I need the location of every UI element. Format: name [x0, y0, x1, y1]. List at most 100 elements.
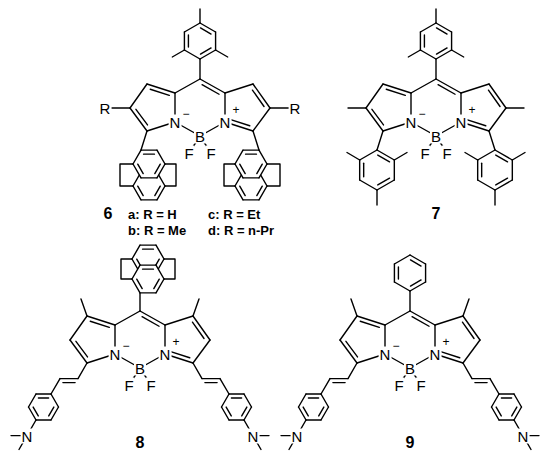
- bond-line: [257, 164, 262, 173]
- bond-line: [501, 397, 511, 398]
- bridge-line: [165, 164, 176, 186]
- bond-line: [499, 393, 514, 394]
- bond-line: [410, 255, 426, 264]
- bond-line: [130, 108, 147, 131]
- bond-line: [499, 419, 514, 420]
- compound-number: 8: [136, 435, 145, 451]
- bond-line: [452, 50, 464, 57]
- bond-line: [215, 32, 216, 50]
- bond-line: [36, 419, 51, 420]
- bond-line: [235, 150, 243, 164]
- bond-line: [410, 260, 421, 266]
- bond-line: [253, 84, 270, 108]
- ring-fill: [235, 150, 267, 178]
- bond-line: [496, 178, 508, 185]
- bond-line: [165, 316, 193, 325]
- bond-line: [394, 282, 410, 291]
- charge: +: [232, 104, 239, 116]
- bond-line: [76, 341, 88, 357]
- series-label: b: R = Me: [128, 224, 186, 237]
- bond-line: [155, 164, 160, 173]
- bond-line: [394, 153, 407, 161]
- bond-line: [199, 9, 200, 23]
- bond-line: [81, 299, 87, 316]
- bond-line: [512, 153, 525, 161]
- bridge-line: [121, 259, 132, 279]
- bond-line: [436, 23, 452, 32]
- bond-line: [226, 407, 231, 416]
- atom-label: N: [247, 428, 260, 443]
- compound-number: 9: [406, 435, 415, 451]
- bond-line: [133, 164, 141, 178]
- bond-line: [141, 131, 147, 150]
- bond-line: [435, 59, 436, 79]
- atom-label: B: [430, 129, 442, 144]
- bond-line: [259, 186, 267, 200]
- bond-line: [506, 107, 524, 108]
- bond-line: [110, 107, 130, 108]
- bond-line: [243, 177, 259, 178]
- bond-line: [156, 265, 164, 279]
- bond-line: [142, 317, 159, 327]
- bond-line: [496, 155, 508, 162]
- atom-label: N: [159, 347, 172, 362]
- bond-line: [90, 321, 109, 327]
- bond-line: [394, 264, 395, 282]
- bond-line: [78, 363, 87, 379]
- bond-line: [348, 363, 357, 379]
- bond-line: [205, 382, 217, 383]
- bond-line: [193, 299, 199, 316]
- bond-line: [409, 291, 410, 311]
- bond-line: [360, 150, 377, 160]
- bond-line: [411, 79, 436, 93]
- bridge-line: [164, 259, 175, 279]
- bond-line: [489, 108, 506, 131]
- atom-label: N: [455, 115, 468, 130]
- bond-line: [481, 163, 482, 177]
- bond-line: [172, 50, 184, 57]
- atom-label: F: [205, 146, 216, 161]
- bond-line: [243, 149, 259, 150]
- bond-line: [235, 186, 243, 200]
- atom-label: N: [291, 428, 304, 443]
- charge: +: [468, 104, 475, 116]
- bond-line: [398, 267, 399, 279]
- bond-line: [38, 397, 48, 398]
- bond-line: [157, 150, 165, 164]
- bond-line: [138, 186, 143, 195]
- bond-line: [222, 394, 230, 407]
- bond-line: [51, 379, 60, 394]
- bond-line: [87, 316, 115, 325]
- bond-line: [200, 50, 216, 59]
- bond-line: [306, 393, 321, 394]
- bond-line: [461, 84, 489, 93]
- bond-line: [478, 180, 495, 190]
- bond-line: [357, 316, 385, 325]
- bond-line: [147, 84, 175, 93]
- bond-line: [246, 153, 257, 154]
- bond-line: [321, 379, 330, 394]
- bond-line: [360, 321, 379, 327]
- bond-line: [199, 59, 200, 79]
- atom-label: N: [517, 428, 530, 443]
- bond-line: [495, 150, 512, 160]
- bond-line: [184, 32, 185, 50]
- substituent-label: R: [99, 101, 112, 116]
- bond-line: [319, 407, 324, 416]
- bond-line: [188, 35, 189, 47]
- series-label: c: R = Et: [208, 208, 260, 221]
- bond-line: [412, 317, 429, 327]
- bond-line: [363, 163, 364, 177]
- bond-line: [193, 316, 210, 340]
- bond-line: [420, 32, 421, 50]
- bond-line: [155, 186, 160, 195]
- bond-line: [144, 153, 155, 154]
- bond-line: [346, 341, 358, 357]
- bond-line: [377, 180, 394, 190]
- bond-line: [347, 153, 360, 161]
- ring-fill: [132, 265, 164, 293]
- bond-line: [330, 378, 348, 379]
- bond-line: [377, 150, 394, 160]
- bond-line: [378, 155, 390, 162]
